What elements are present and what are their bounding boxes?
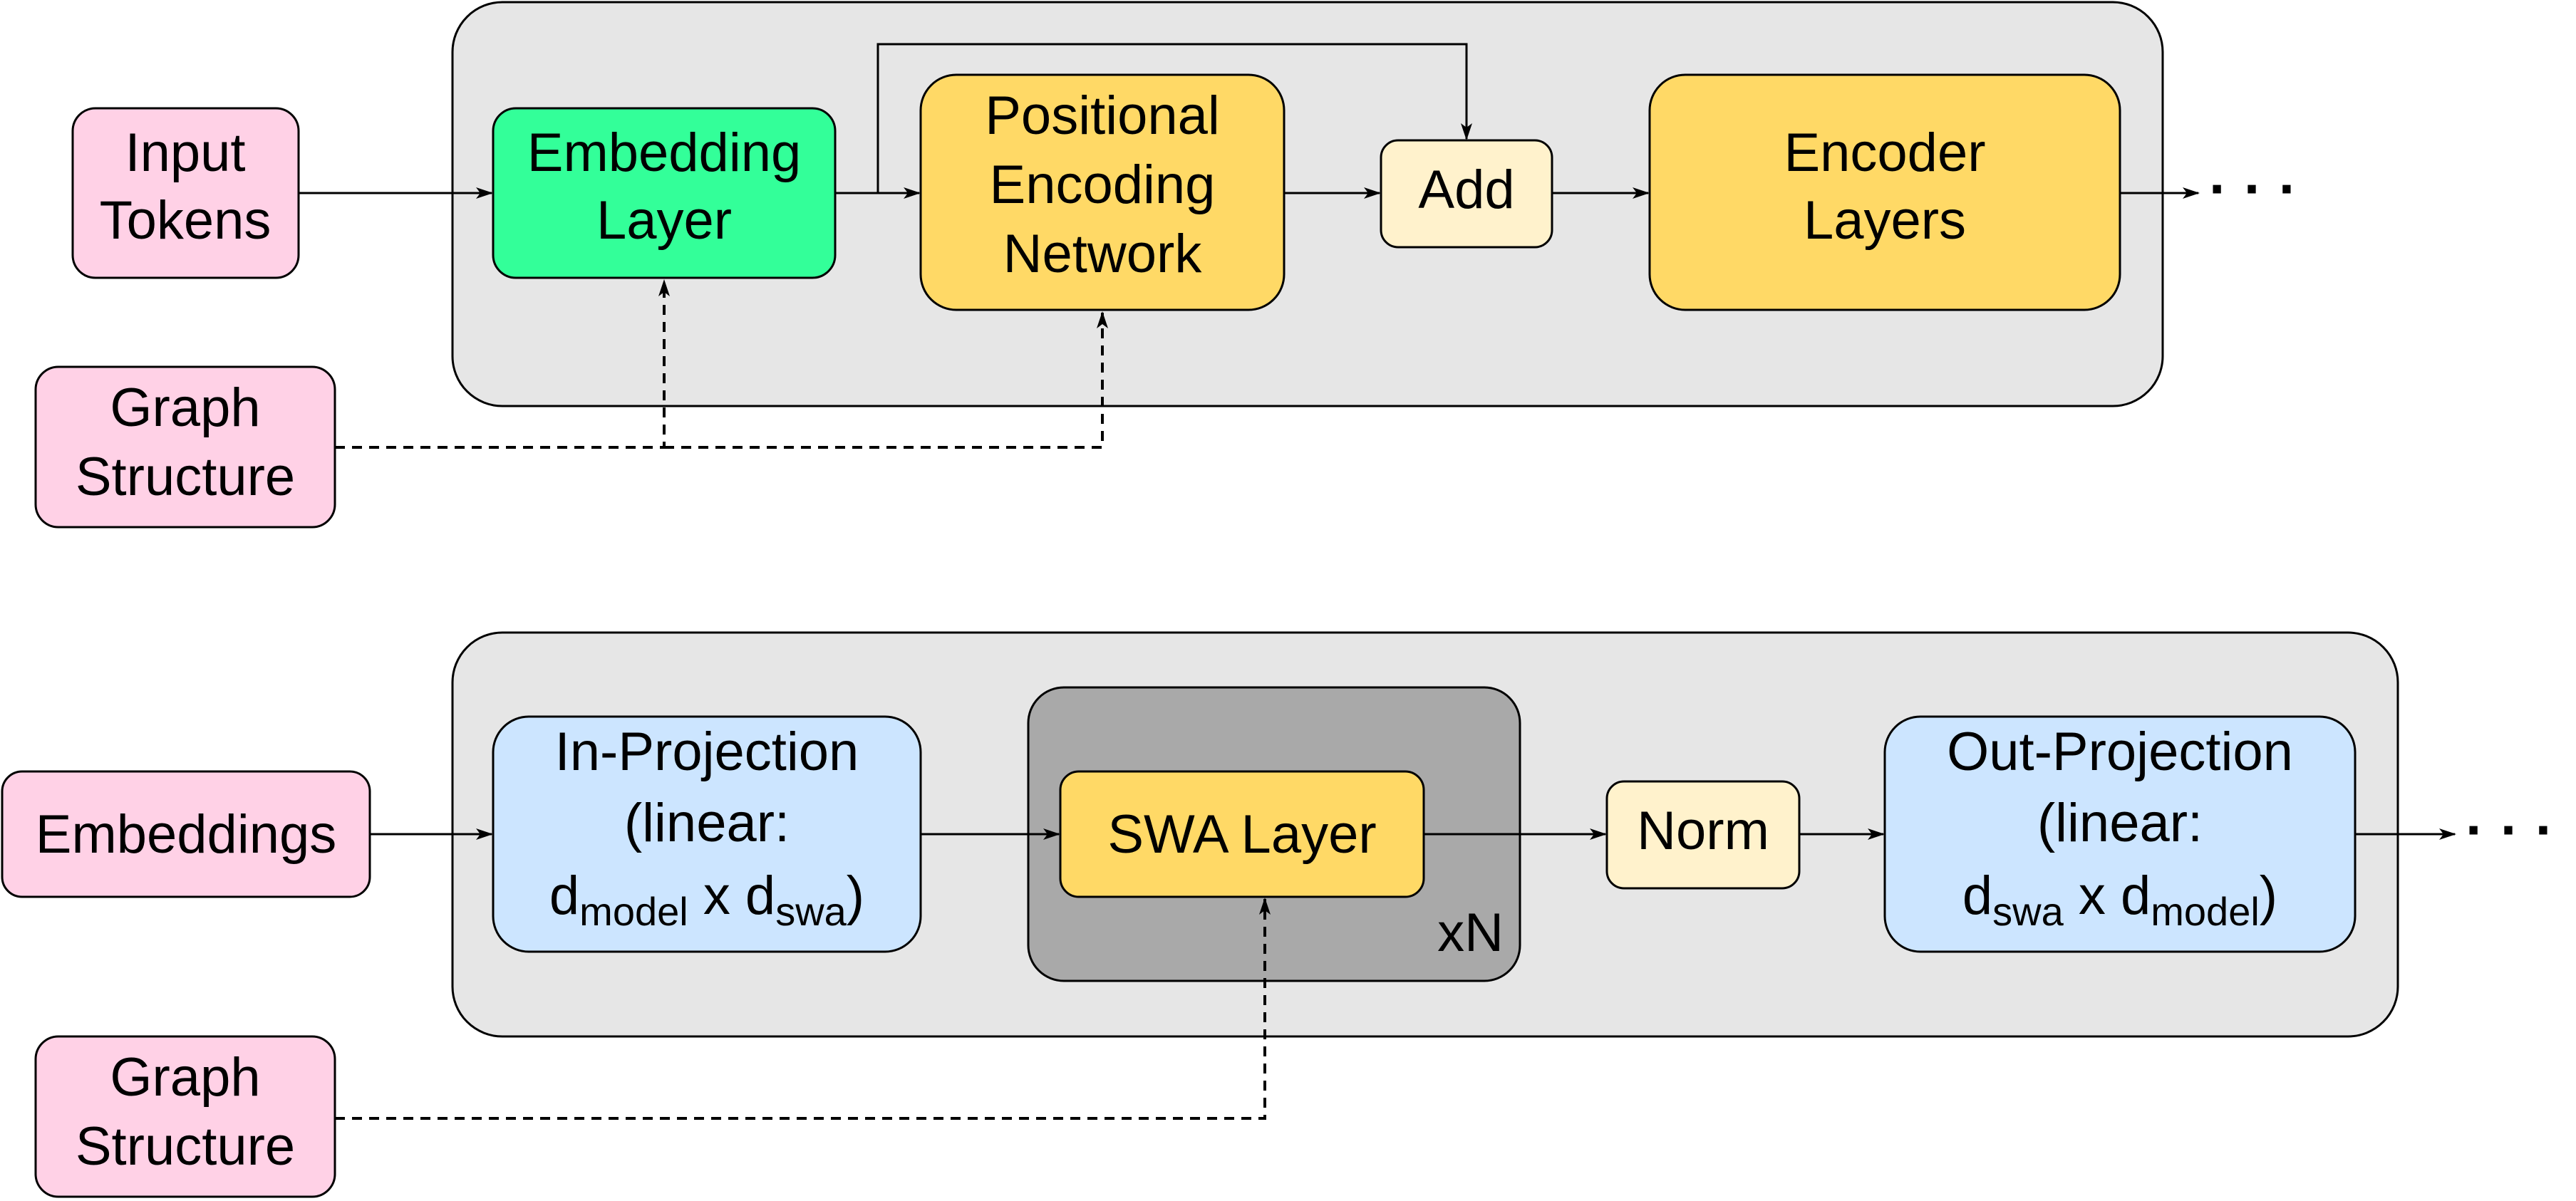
out-projection-dims: dswa x dmodel) bbox=[1962, 865, 2277, 934]
norm-node: Norm bbox=[1605, 780, 1801, 890]
add-node: Add bbox=[1380, 139, 1553, 249]
graph-structure-bottom-label-2: Structure bbox=[76, 1116, 295, 1177]
in-projection-title: In-Projection bbox=[555, 722, 859, 782]
out-projection-node: Out-Projection (linear: dswa x dmodel) bbox=[1883, 715, 2357, 953]
norm-label: Norm bbox=[1637, 801, 1769, 861]
top-ellipsis: · · · bbox=[2209, 157, 2297, 220]
embedding-layer-label-2: Layer bbox=[596, 190, 732, 251]
out-projection-linear: (linear: bbox=[2037, 793, 2203, 853]
encoder-layers-label-1: Encoder bbox=[1784, 123, 1985, 183]
input-tokens-label-2: Tokens bbox=[100, 190, 271, 251]
in-projection-dims: dmodel x dswa) bbox=[549, 865, 864, 934]
repeat-label: xN bbox=[1437, 903, 1504, 963]
graph-structure-top-node: Graph Structure bbox=[34, 365, 336, 529]
graph-structure-top-label-1: Graph bbox=[110, 378, 260, 438]
in-projection-node: In-Projection (linear: dmodel x dswa) bbox=[492, 715, 922, 953]
embeddings-label: Embeddings bbox=[36, 804, 337, 865]
encoder-layers-label-2: Layers bbox=[1804, 190, 1966, 251]
dashed-graph-to-positional bbox=[664, 311, 1108, 449]
add-label: Add bbox=[1418, 160, 1514, 220]
swa-layer-node: SWA Layer bbox=[1059, 770, 1425, 898]
embedding-layer-node: Embedding Layer bbox=[492, 107, 837, 279]
out-projection-title: Out-Projection bbox=[1947, 722, 2293, 782]
positional-encoding-label-3: Network bbox=[1003, 224, 1203, 284]
input-tokens-label-1: Input bbox=[125, 123, 245, 183]
embeddings-node: Embeddings bbox=[1, 770, 371, 898]
positional-encoding-node: Positional Encoding Network bbox=[919, 73, 1286, 311]
positional-encoding-label-1: Positional bbox=[985, 85, 1220, 146]
embedding-layer-label-1: Embedding bbox=[527, 123, 802, 183]
graph-structure-bottom-label-1: Graph bbox=[110, 1047, 260, 1108]
graph-structure-bottom-node: Graph Structure bbox=[34, 1035, 336, 1198]
bottom-ellipsis: · · · bbox=[2466, 798, 2554, 861]
graph-structure-top-label-2: Structure bbox=[76, 447, 295, 507]
in-projection-linear: (linear: bbox=[624, 793, 790, 853]
positional-encoding-label-2: Encoding bbox=[990, 155, 1216, 215]
arrow-skip-embedding-to-add bbox=[876, 43, 1472, 193]
swa-layer-label: SWA Layer bbox=[1107, 804, 1376, 865]
dashed-graph-to-swa bbox=[335, 898, 1271, 1120]
input-tokens-node: Input Tokens bbox=[71, 107, 300, 279]
encoder-layers-node: Encoder Layers bbox=[1648, 73, 2121, 311]
